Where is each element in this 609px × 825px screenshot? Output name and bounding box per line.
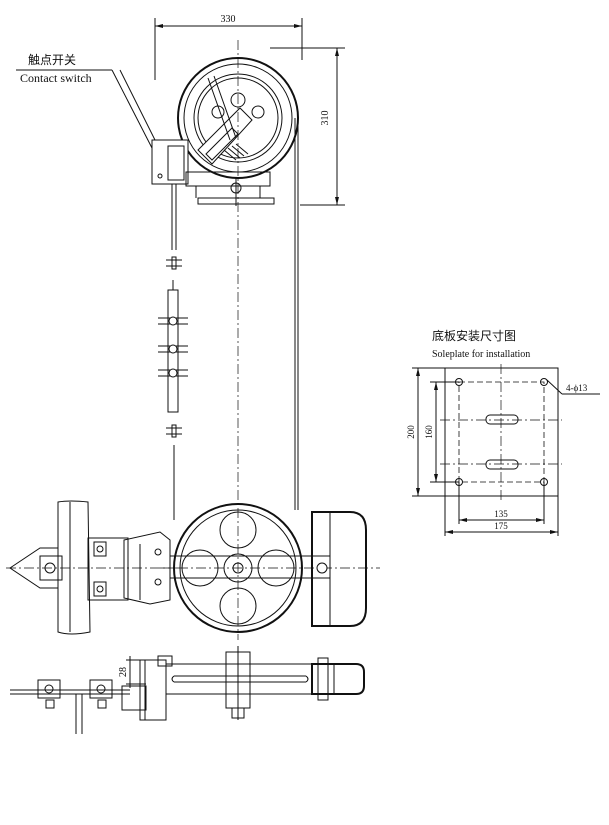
dim-rail-offset: 28 bbox=[118, 667, 129, 677]
rail-offset-dimension: 28 bbox=[118, 656, 146, 688]
rail-bracket bbox=[6, 500, 180, 635]
dim-plate-height-outer: 200 bbox=[406, 425, 416, 439]
counterweight bbox=[311, 511, 367, 627]
soleplate-header: 底板安装尺寸图 Soleplate for installation bbox=[432, 328, 530, 360]
top-height-dimension: 310 bbox=[270, 47, 345, 206]
top-width-dimension: 330 bbox=[154, 14, 303, 80]
hole-spec-callout: 4-ϕ13 bbox=[546, 379, 600, 395]
soleplate-height-dims: 200 160 bbox=[406, 367, 459, 497]
soleplate-plate bbox=[440, 364, 562, 500]
dim-plate-height-inner: 160 bbox=[424, 425, 434, 439]
rope-break-lower bbox=[166, 424, 182, 520]
soleplate-title-cn: 底板安装尺寸图 bbox=[432, 328, 516, 343]
rope-clamp-assembly bbox=[158, 280, 188, 413]
contact-switch bbox=[151, 139, 189, 185]
rope-lines bbox=[171, 40, 299, 640]
dim-top-width: 330 bbox=[221, 14, 236, 25]
contact-switch-cn-label: 触点开关 bbox=[28, 53, 76, 67]
soleplate-width-dims: 135 175 bbox=[444, 482, 559, 536]
governor-base bbox=[185, 171, 275, 206]
contact-switch-en-label: Contact switch bbox=[20, 71, 92, 85]
soleplate-title-en: Soleplate for installation bbox=[432, 349, 530, 360]
contact-switch-callout: 触点开关 Contact switch bbox=[16, 53, 157, 149]
dim-plate-width-outer: 175 bbox=[494, 521, 508, 531]
side-view bbox=[10, 646, 365, 734]
rope-break-upper bbox=[166, 256, 182, 270]
dim-plate-width-inner: 135 bbox=[494, 509, 508, 519]
dim-top-height: 310 bbox=[320, 111, 331, 126]
tension-sheave bbox=[160, 503, 380, 633]
hole-spec-label: 4-ϕ13 bbox=[566, 383, 588, 393]
